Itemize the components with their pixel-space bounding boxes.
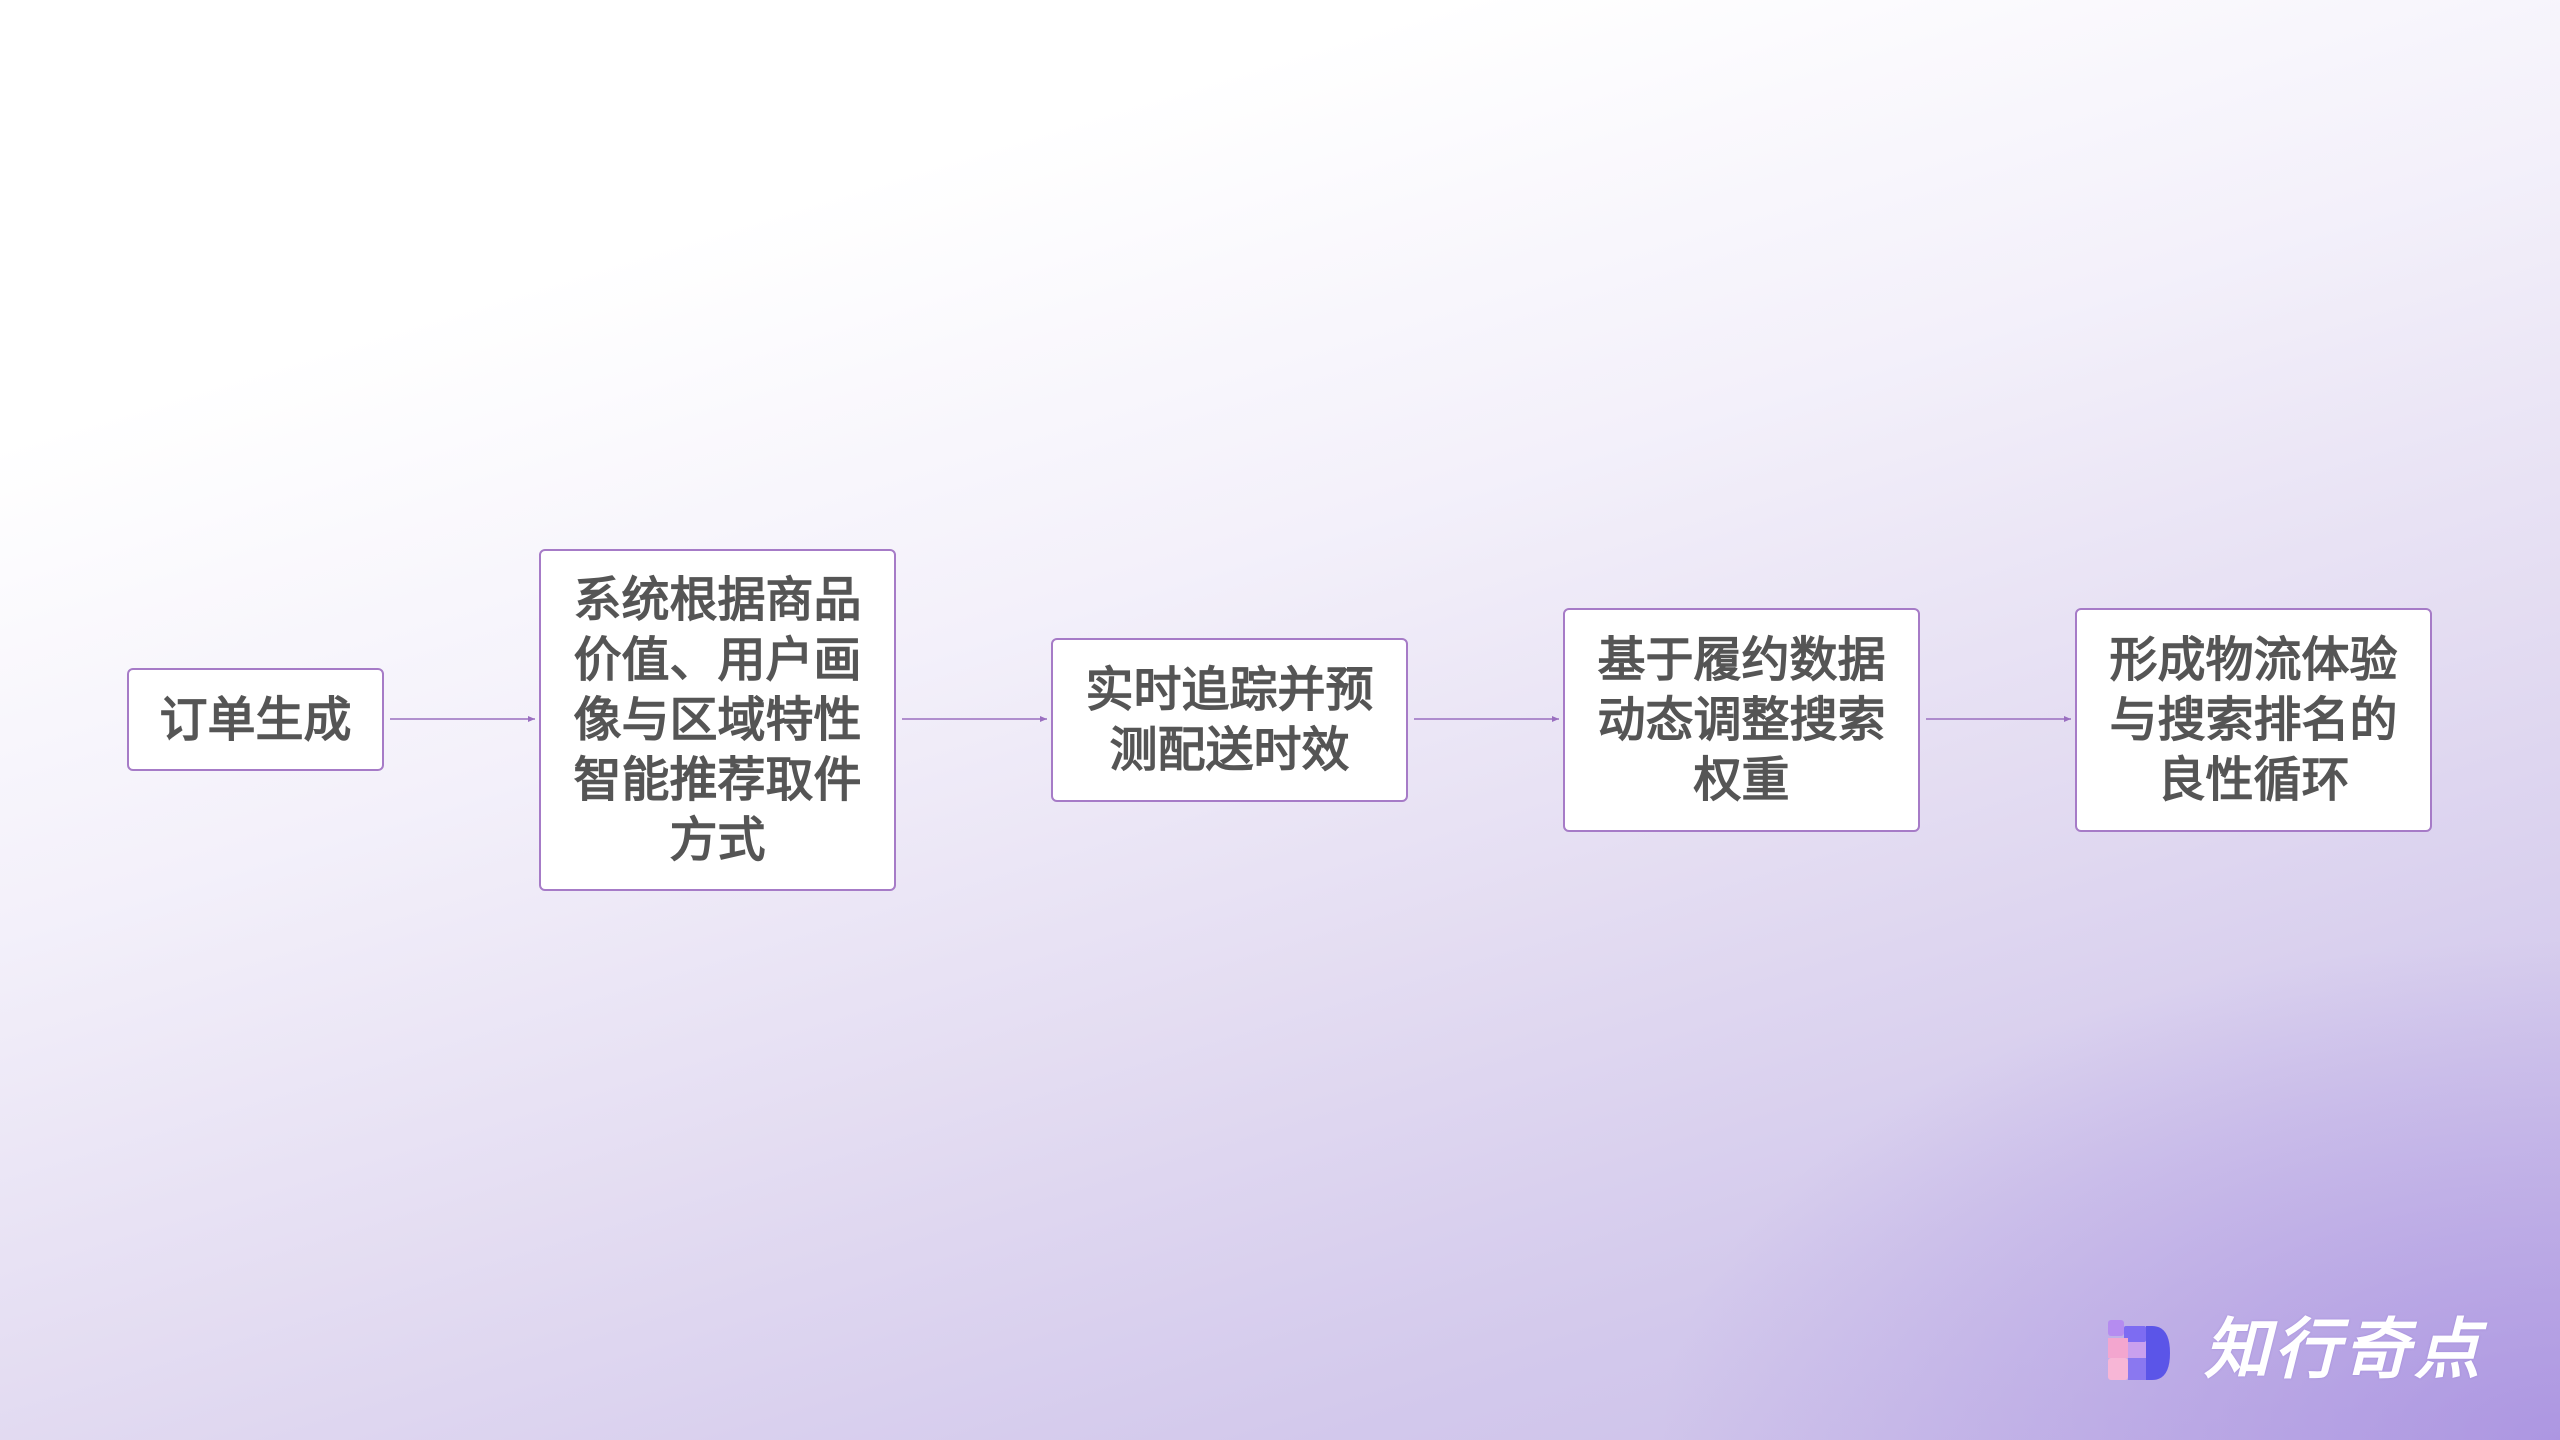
flow-node-adjust: 基于履约数据动态调整搜索权重 [1563, 608, 1920, 832]
flow-node-order: 订单生成 [127, 668, 384, 771]
flow-node-recommend-label: 系统根据商品价值、用户画像与区域特性智能推荐取件方式 [573, 572, 862, 868]
brand-logo-icon [2108, 1320, 2170, 1380]
flow-node-order-label: 订单生成 [159, 691, 352, 748]
flow-node-recommend: 系统根据商品价值、用户画像与区域特性智能推荐取件方式 [539, 549, 896, 891]
flow-node-track: 实时追踪并预测配送时效 [1051, 638, 1408, 802]
flow-node-adjust-label: 基于履约数据动态调整搜索权重 [1597, 632, 1886, 808]
brand-name: 知行奇点 [2204, 1311, 2484, 1388]
flow-node-track-label: 实时追踪并预测配送时效 [1085, 662, 1374, 778]
brand-logo: 知行奇点 [2100, 1310, 2484, 1390]
flow-node-cycle-label: 形成物流体验与搜索排名的良性循环 [2109, 632, 2398, 808]
flow-node-cycle: 形成物流体验与搜索排名的良性循环 [2075, 608, 2432, 832]
